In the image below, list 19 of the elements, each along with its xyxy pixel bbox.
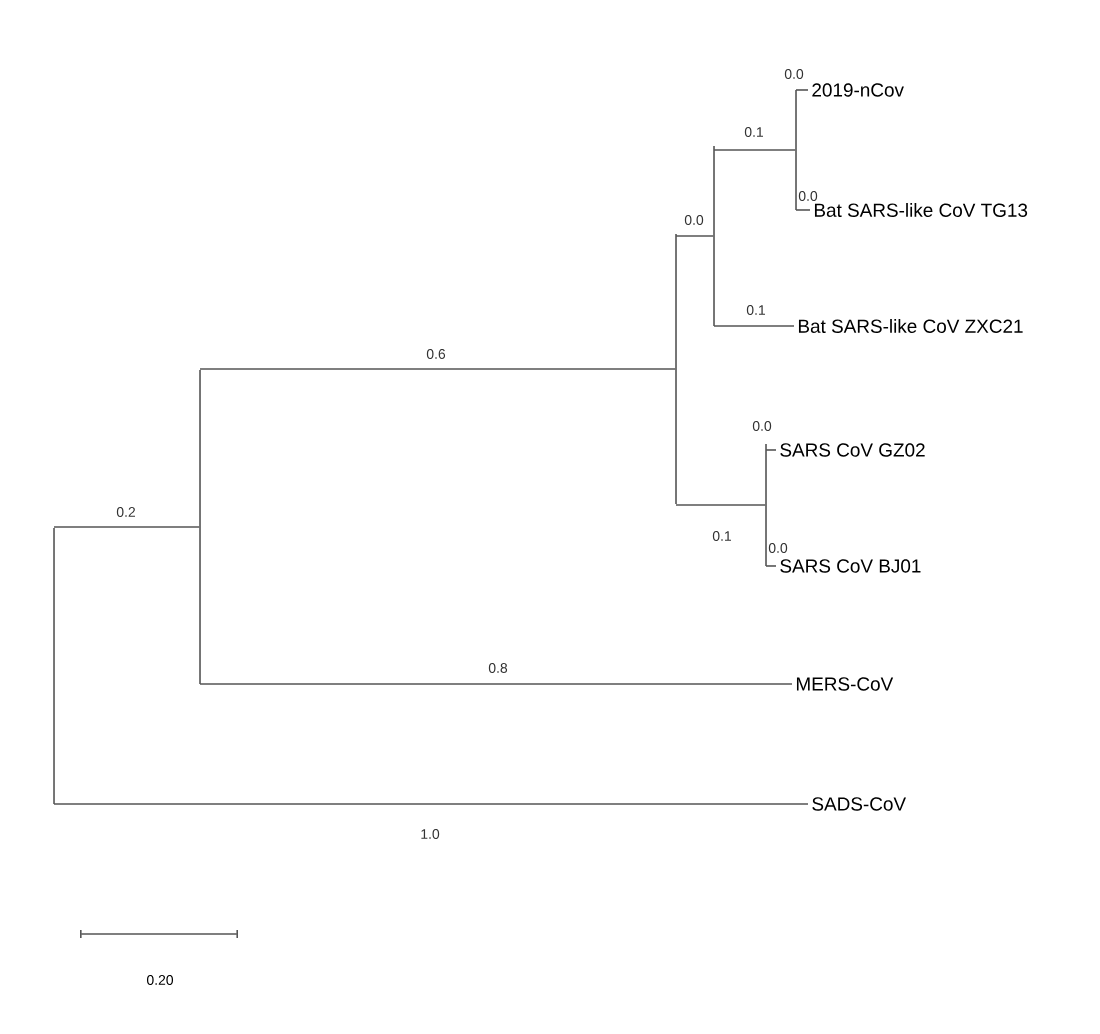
branch [675,504,766,506]
branch [795,89,809,91]
branch [53,803,809,805]
taxon-label: SARS CoV GZ02 [780,443,925,457]
taxon-label: SADS-CoV [812,797,906,811]
branch [765,449,777,451]
branch [795,209,811,211]
branch [199,368,676,370]
taxon-label: MERS-CoV [796,677,894,691]
branch [713,149,796,151]
branch [765,565,777,567]
taxon-label: Bat SARS-like CoV TG13 [814,203,1028,217]
taxon-label: Bat SARS-like CoV ZXC21 [798,319,1023,333]
branch [675,235,714,237]
taxon-label: 2019-nCov [812,83,904,97]
taxon-label: SARS CoV BJ01 [780,559,921,573]
branch [53,526,200,528]
branch [199,683,793,685]
branch [713,325,795,327]
